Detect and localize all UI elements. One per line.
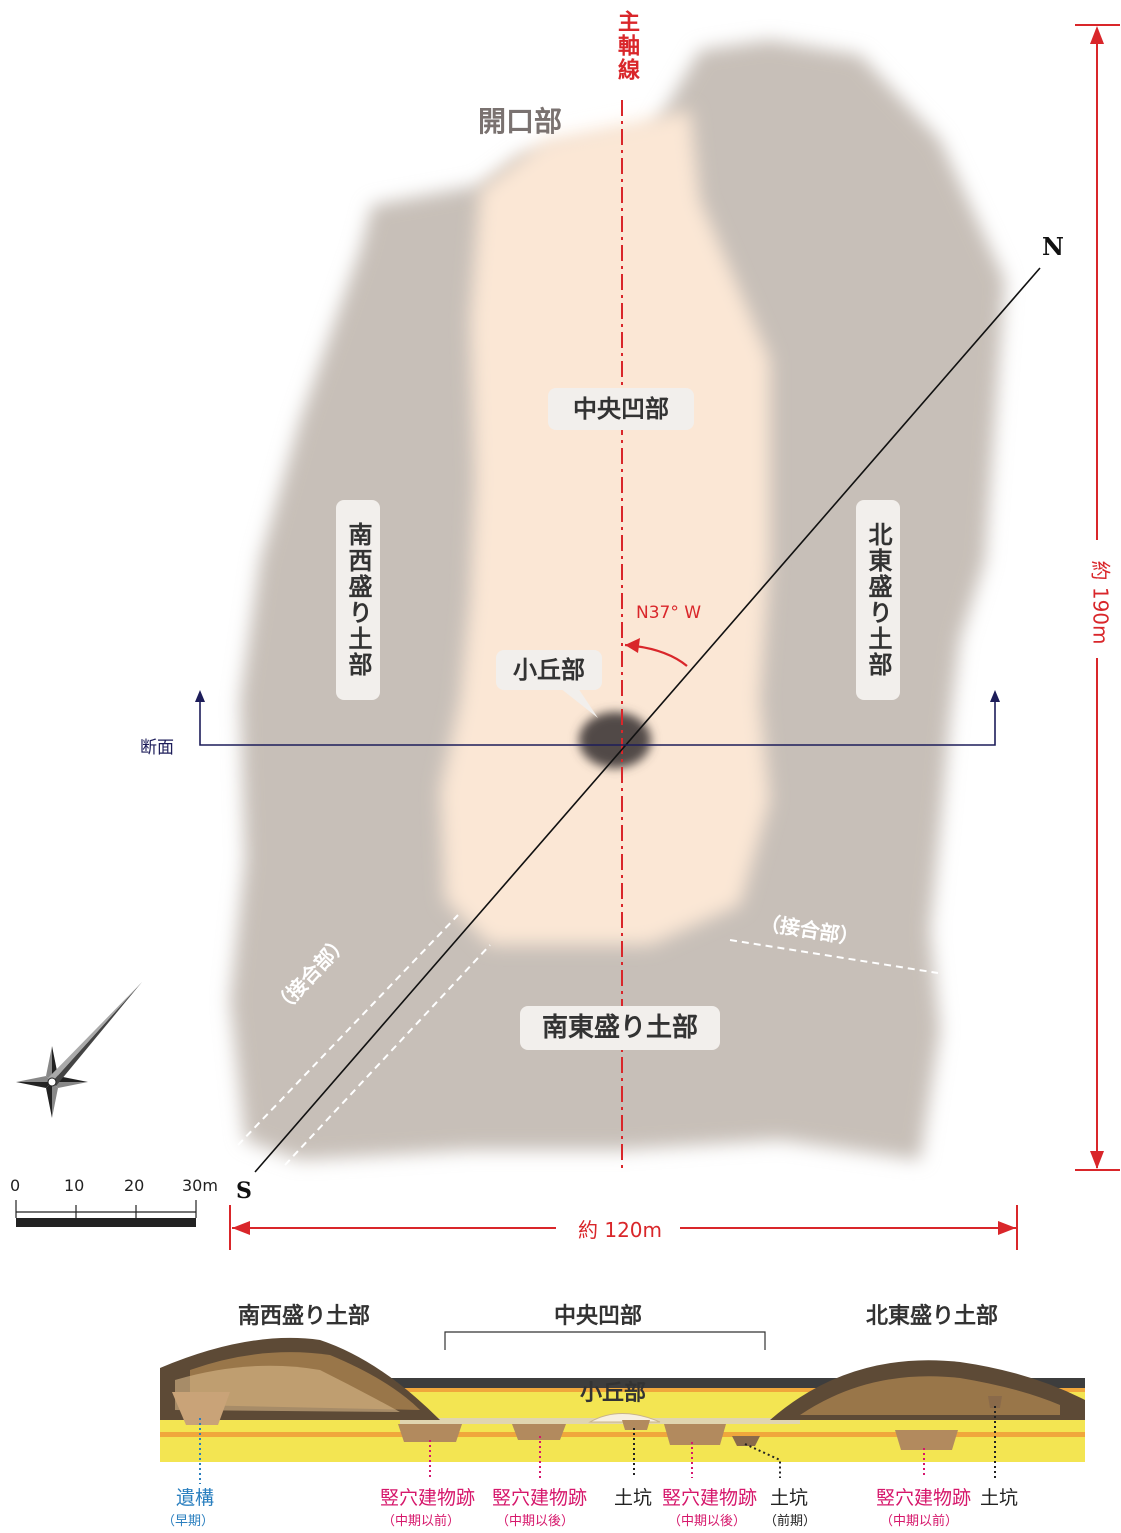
feature-label: 土坑 [980, 1487, 1019, 1509]
north-south-line [254, 267, 1041, 1173]
scale-tick-0: 0 [10, 1176, 21, 1195]
feature-label: 竪穴建物跡 [662, 1487, 758, 1509]
knoll-callout-pointer [560, 688, 598, 718]
section-ne-mound-label: 北東盛り土部 [866, 1304, 999, 1329]
width-arrow-right [998, 1221, 1016, 1235]
se-mound-label: 南東盛り土部 [520, 1006, 720, 1050]
angle-arc-arrowhead [625, 638, 640, 653]
section-pit-1 [398, 1424, 462, 1442]
center-bracket [444, 1331, 766, 1350]
width-arrow-left [232, 1221, 250, 1235]
feature-label: 土坑 [770, 1487, 809, 1509]
feature-period: （中期以後） [496, 1514, 575, 1529]
height-arrow-up [1090, 26, 1104, 44]
knoll-mark [579, 712, 651, 768]
section-knoll [588, 1413, 661, 1423]
feature-label: 竪穴建物跡 [876, 1487, 972, 1509]
sw-mound-label: 南西盛り土部 [336, 500, 380, 700]
junction-line-sw-2 [284, 944, 491, 1166]
height-dimension-label: 約 190m [1088, 560, 1113, 645]
section-line [199, 700, 996, 746]
main-axis-label: 主軸線 [614, 10, 639, 82]
feature-period: （中期以前） [880, 1514, 959, 1529]
section-sw-mound-label: 南西盛り土部 [238, 1304, 371, 1329]
section-pit-6 [895, 1430, 958, 1450]
ne-mound-label: 北東盛り土部 [856, 500, 900, 700]
scale-bar [15, 1200, 197, 1227]
section-arrow-left [195, 690, 205, 702]
feature-period: （早期） [162, 1514, 215, 1529]
central-hollow [440, 110, 770, 945]
section-dark-band [160, 1378, 1085, 1388]
scale-tick-30: 30m [182, 1176, 218, 1195]
feature-label: 遺構 [176, 1487, 215, 1509]
width-dimension-label: 約 120m [577, 1218, 662, 1242]
feature-label: 竪穴建物跡 [380, 1487, 476, 1509]
section-label: 断面 [140, 738, 174, 758]
knoll-label: 小丘部 [496, 650, 602, 690]
section-center-label: 中央凹部 [554, 1304, 643, 1329]
section-view [160, 1331, 1085, 1484]
height-arrow-down [1090, 1151, 1104, 1169]
compass-rose-icon [16, 982, 142, 1118]
junction-line-sw-1 [237, 914, 459, 1146]
feature-period: （前期） [764, 1514, 817, 1529]
section-arrow-right [990, 690, 1000, 702]
feature-period: （中期以前） [382, 1514, 461, 1529]
south-label: S [236, 1178, 252, 1204]
section-pit-7 [988, 1396, 1002, 1408]
scale-tick-10: 10 [64, 1176, 85, 1195]
scale-tick-20: 20 [124, 1176, 145, 1195]
section-orange-band-upper [160, 1388, 1085, 1394]
feature-label: 竪穴建物跡 [492, 1487, 588, 1509]
feature-period: （中期以後） [668, 1514, 747, 1529]
section-pit-2 [512, 1424, 566, 1440]
feature-label: 土坑 [614, 1487, 653, 1509]
section-knoll-label: 小丘部 [580, 1381, 647, 1406]
center-depression-label: 中央凹部 [548, 388, 694, 430]
section-orange-band [160, 1432, 1085, 1437]
angle-label: N37° W [636, 603, 702, 623]
opening-label: 開口部 [478, 105, 563, 138]
section-pit-early [172, 1392, 230, 1425]
section-pit-4 [664, 1424, 726, 1445]
section-pit-5 [732, 1436, 760, 1446]
section-pit-3 [622, 1420, 650, 1430]
north-label: N [1042, 232, 1064, 261]
